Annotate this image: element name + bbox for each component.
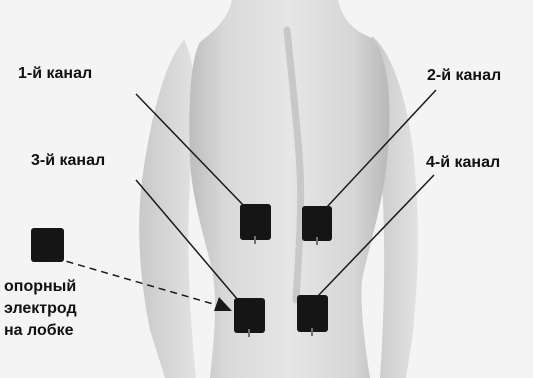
label-reference-line1: опорный [4, 276, 76, 297]
label-reference-line2: электрод [4, 298, 77, 319]
electrode-reference [31, 228, 64, 262]
electrode-channel-2 [302, 206, 332, 245]
label-channel-1: 1-й канал [18, 64, 92, 84]
electrode-channel-4 [297, 295, 328, 336]
label-channel-2: 2-й канал [427, 66, 501, 86]
electrode-channel-3 [234, 298, 265, 337]
label-channel-3: 3-й канал [31, 151, 105, 171]
electrode-channel-1 [240, 204, 271, 244]
label-channel-4: 4-й канал [426, 153, 500, 173]
label-reference-line3: на лобке [4, 320, 74, 341]
